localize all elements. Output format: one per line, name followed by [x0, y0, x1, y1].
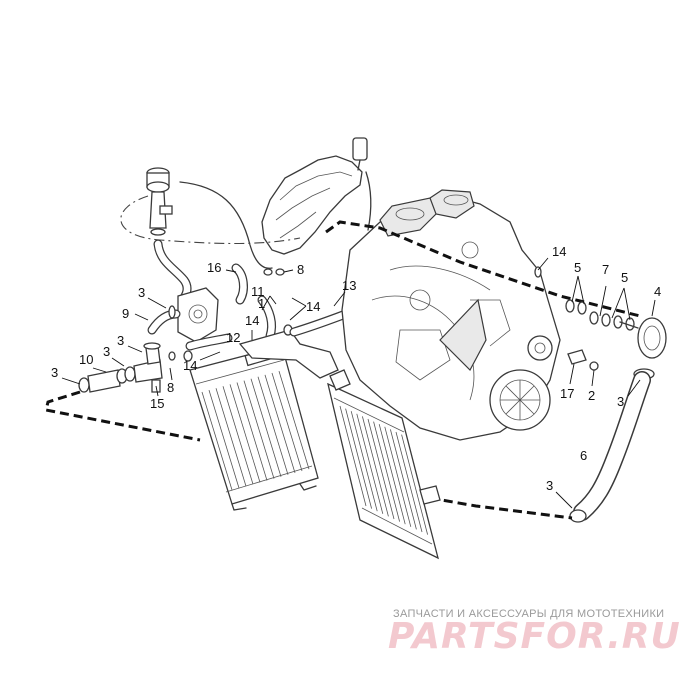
expansion-tank — [261, 137, 372, 255]
callout-14: 14 — [183, 358, 197, 373]
callout-14: 14 — [552, 244, 566, 259]
filler-neck — [146, 167, 173, 236]
callout-16: 16 — [207, 260, 221, 275]
callout-4: 4 — [654, 284, 661, 299]
callout-14: 14 — [306, 299, 320, 314]
callout-2: 2 — [588, 388, 595, 403]
callout-3: 3 — [117, 333, 124, 348]
right-fittings — [534, 266, 667, 359]
callout-labels: 3 9 3 10 3 3 8 15 16 8 11 1 14 14 12 14 … — [51, 244, 661, 493]
callout-1: 1 — [258, 296, 265, 311]
callout-12: 12 — [226, 330, 240, 345]
watermark: ЗАПЧАСТИ И АКСЕССУАРЫ ДЛЯ МОТОТЕХНИКИ PA… — [388, 608, 681, 657]
callout-15: 15 — [150, 396, 164, 411]
watermark-logo: PARTSFOR.RU — [388, 616, 681, 657]
watermark-tagline: ЗАПЧАСТИ И АКСЕССУАРЫ ДЛЯ МОТОТЕХНИКИ — [393, 608, 664, 620]
callout-3: 3 — [546, 478, 553, 493]
leader-lines — [61, 257, 656, 509]
callout-10: 10 — [79, 352, 93, 367]
left-hose-assembly — [78, 342, 176, 393]
callout-8: 8 — [167, 380, 174, 395]
callout-3: 3 — [138, 285, 145, 300]
callout-3: 3 — [617, 394, 624, 409]
callout-3: 3 — [103, 344, 110, 359]
callout-7: 7 — [602, 262, 609, 277]
right-radiator — [327, 369, 441, 560]
left-radiator — [189, 345, 319, 511]
flow-line-left — [44, 390, 201, 442]
engine-block — [341, 189, 561, 441]
callout-11: 11 — [251, 284, 265, 299]
callout-8: 8 — [297, 262, 304, 277]
middle-hoses — [183, 263, 339, 379]
water-pump-housing — [177, 287, 219, 343]
callout-3: 3 — [51, 365, 58, 380]
callout-17: 17 — [560, 386, 574, 401]
flow-line-top — [325, 220, 641, 318]
filler-hose — [153, 239, 192, 305]
elbow-hose-9 — [147, 305, 181, 335]
sensor-17 — [567, 349, 599, 371]
flow-line-bottom — [429, 496, 573, 520]
callout-5: 5 — [574, 260, 581, 275]
callout-5: 5 — [621, 270, 628, 285]
routing-outline — [120, 195, 301, 245]
hose-6 — [569, 368, 655, 523]
overflow-hose — [179, 181, 273, 269]
callout-9: 9 — [122, 306, 129, 321]
callout-6: 6 — [580, 448, 587, 463]
callout-13: 13 — [342, 278, 356, 293]
callout-14: 14 — [245, 313, 259, 328]
